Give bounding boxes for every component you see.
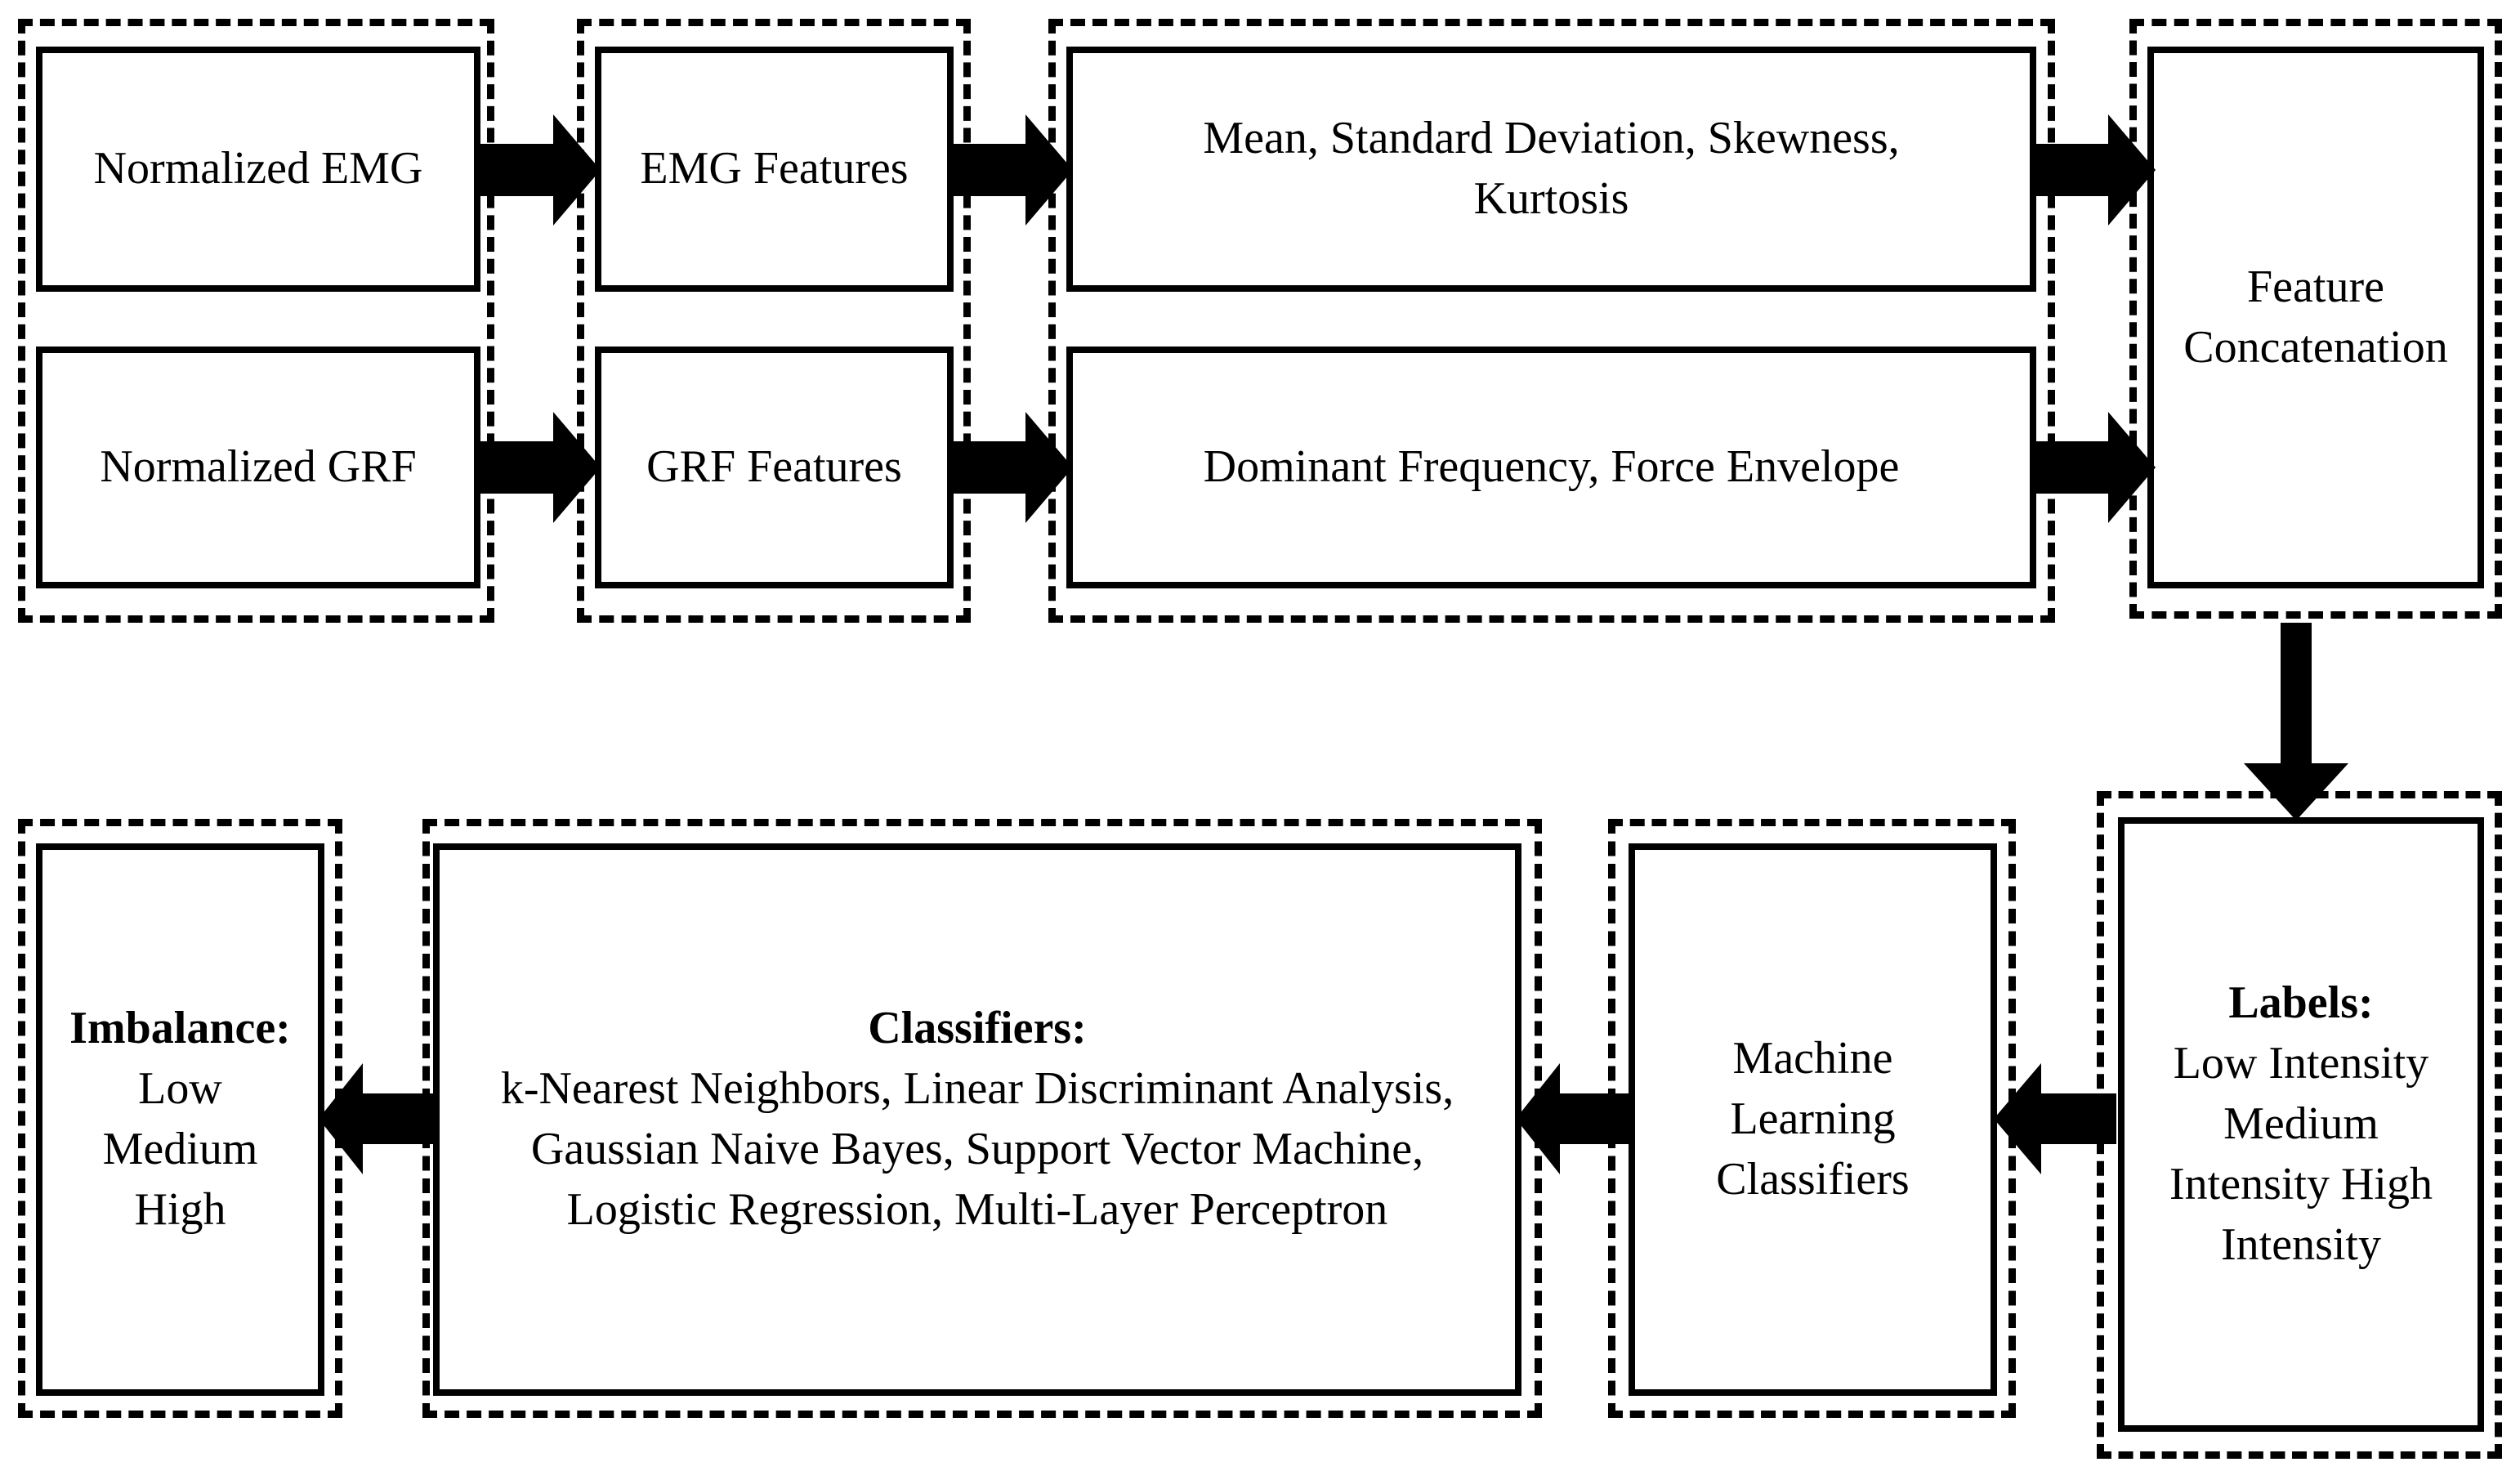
node-grf-features[interactable]: GRF Features	[595, 347, 954, 588]
node-normalized-grf[interactable]: Normalized GRF	[36, 347, 480, 588]
group-feature-nodes	[577, 19, 971, 623]
group-normalized-signals	[18, 19, 494, 623]
node-imbalance-heading: Imbalance:	[69, 1003, 291, 1054]
node-classifiers-items: k-Nearest Neighbors, Linear Discriminant…	[500, 1063, 1454, 1235]
node-feature-concatenation-label: Feature Concatenation	[2183, 261, 2448, 373]
node-grf-feature-list-label: Dominant Frequency, Force Envelope	[1203, 441, 1900, 493]
node-normalized-grf-label: Normalized GRF	[100, 441, 417, 493]
node-ml-classifiers-label: Machine Learning Classifiers	[1716, 1033, 1910, 1205]
node-labels-heading: Labels:	[2228, 977, 2374, 1029]
group-feature-concatenation	[2129, 19, 2502, 619]
node-grf-feature-list[interactable]: Dominant Frequency, Force Envelope	[1066, 347, 2036, 588]
node-labels-items: Low Intensity Medium Intensity High Inte…	[2169, 1038, 2433, 1270]
node-labels[interactable]: Labels: Low Intensity Medium Intensity H…	[2118, 817, 2484, 1432]
node-emg-feature-list-label: Mean, Standard Deviation, Skewness, Kurt…	[1203, 113, 1900, 224]
node-imbalance-items: Low Medium High	[102, 1063, 258, 1235]
node-normalized-emg-label: Normalized EMG	[93, 143, 423, 195]
group-feature-descriptions	[1048, 19, 2055, 623]
node-classifiers-heading: Classifiers:	[868, 1003, 1087, 1054]
node-classifiers[interactable]: Classifiers: k-Nearest Neighbors, Linear…	[433, 843, 1521, 1396]
node-feature-concatenation[interactable]: Feature Concatenation	[2147, 47, 2484, 588]
node-imbalance[interactable]: Imbalance: Low Medium High	[36, 843, 324, 1396]
node-grf-features-label: GRF Features	[646, 441, 902, 493]
node-ml-classifiers[interactable]: Machine Learning Classifiers	[1629, 843, 1997, 1396]
node-emg-feature-list[interactable]: Mean, Standard Deviation, Skewness, Kurt…	[1066, 47, 2036, 292]
node-emg-features[interactable]: EMG Features	[595, 47, 954, 292]
node-emg-features-label: EMG Features	[640, 143, 909, 195]
node-normalized-emg[interactable]: Normalized EMG	[36, 47, 480, 292]
